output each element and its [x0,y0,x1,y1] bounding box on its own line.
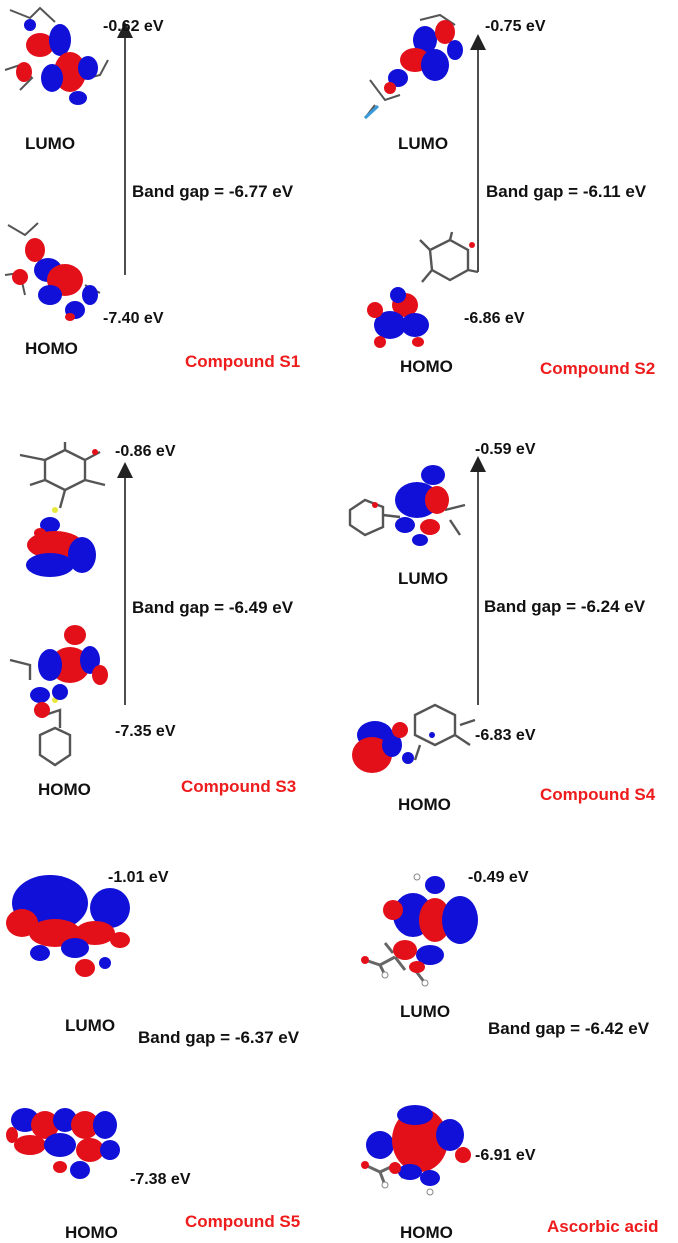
homo-label-ascorbic: HOMO [400,1223,453,1242]
band-gap-s4: Band gap = -6.24 eV [484,597,646,616]
compound-label-s5: Compound S5 [185,1212,301,1231]
homo-label-s5: HOMO [65,1223,118,1242]
compound-label-s2: Compound S2 [540,359,656,378]
homo-energy-s4: -6.83 eV [475,727,536,744]
lumo-orbital-s5 [6,875,130,977]
lumo-energy-ascorbic: -0.49 eV [468,869,529,886]
compound-label-s1: Compound S1 [185,352,301,371]
homo-label-s4: HOMO [398,795,451,814]
homo-orbital-s1 [4,222,101,321]
lumo-label-s2: LUMO [398,134,449,153]
homo-orbital-s2 [367,231,479,348]
homo-energy-s1: -7.40 eV [103,310,164,327]
lumo-energy-s3: -0.86 eV [115,443,176,460]
homo-label-s2: HOMO [400,357,453,376]
lumo-energy-s5: -1.01 eV [108,869,169,886]
homo-orbital-s3 [9,625,108,767]
band-gap-s1: Band gap = -6.77 eV [132,182,294,201]
lumo-energy-s1: -0.62 eV [103,18,164,35]
lumo-label-ascorbic: LUMO [400,1002,451,1021]
lumo-label-s5: LUMO [65,1016,116,1035]
band-gap-ascorbic: Band gap = -6.42 eV [488,1019,650,1038]
homo-orbital-s4 [352,703,476,773]
band-gap-s3: Band gap = -6.49 eV [132,598,294,617]
homo-orbital-ascorbic [361,1105,471,1196]
compound-label-s4: Compound S4 [540,785,656,804]
homo-orbital-s5 [6,1108,120,1179]
compound-label-ascorbic: Ascorbic acid [547,1217,659,1236]
homo-energy-s2: -6.86 eV [464,310,525,327]
lumo-orbital-s1 [4,6,109,105]
homo-energy-s3: -7.35 eV [115,723,176,740]
homo-energy-ascorbic: -6.91 eV [475,1147,536,1164]
homo-label-s1: HOMO [25,339,78,358]
homo-label-s3: HOMO [38,780,91,799]
lumo-label-s4: LUMO [398,569,449,588]
band-gap-s2: Band gap = -6.11 eV [486,182,647,201]
lumo-orbital-s4 [348,465,466,546]
band-gap-s5: Band gap = -6.37 eV [138,1028,300,1047]
lumo-orbital-s2 [363,13,463,120]
homo-energy-s5: -7.38 eV [130,1171,191,1188]
lumo-energy-s4: -0.59 eV [475,441,536,458]
lumo-energy-s2: -0.75 eV [485,18,546,35]
compound-label-s3: Compound S3 [181,777,297,796]
lumo-orbital-s3 [19,442,106,577]
lumo-orbital-ascorbic [361,873,478,987]
lumo-label-s1: LUMO [25,134,76,153]
